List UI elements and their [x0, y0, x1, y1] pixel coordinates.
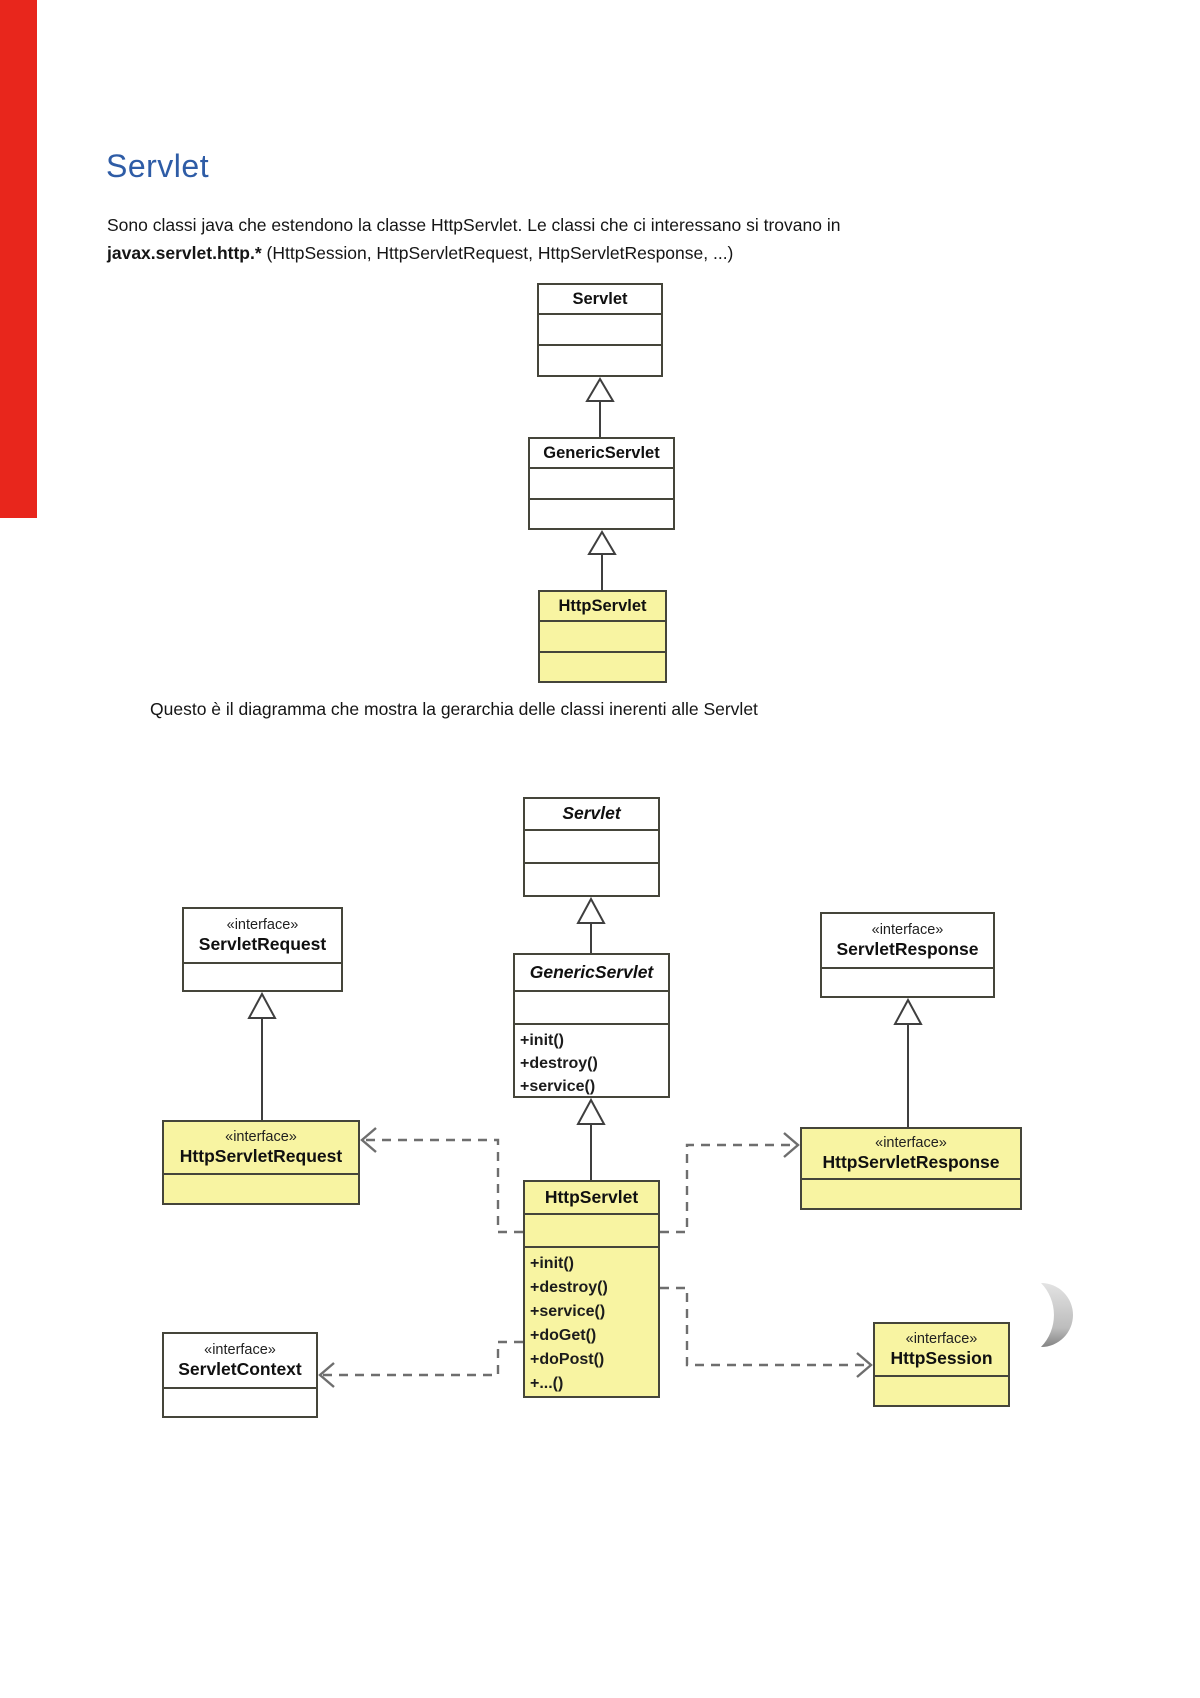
intro-package-name: javax.servlet.http.* — [107, 242, 262, 263]
method: +doGet() — [530, 1327, 597, 1344]
method: +doPost() — [530, 1351, 605, 1368]
page-curl-artifact — [1041, 1283, 1073, 1347]
stereotype-label: «interface» — [905, 1330, 978, 1347]
methods-compartment: +init() +destroy() +service() +doGet() +… — [525, 1246, 658, 1396]
attributes-compartment — [515, 990, 668, 1023]
interface-name: ServletResponse — [836, 938, 979, 959]
method: +init() — [520, 1032, 564, 1049]
class-name: GenericServlet — [529, 961, 654, 982]
empty-compartment — [164, 1387, 316, 1416]
class-name: GenericServlet — [543, 443, 660, 462]
interface-box-httpservletresponse: «interface» HttpServletResponse — [800, 1127, 1022, 1210]
attributes-compartment — [525, 829, 658, 862]
class-name: Servlet — [562, 803, 621, 824]
empty-compartment — [184, 962, 341, 990]
dependency-arrow-httpsession — [660, 1286, 873, 1378]
interface-box-httpsession: «interface» HttpSession — [873, 1322, 1010, 1407]
interface-box-servletcontext: «interface» ServletContext — [162, 1332, 318, 1418]
inheritance-arrow — [247, 991, 277, 1120]
method: +destroy() — [520, 1055, 598, 1072]
class-box-httpservlet-simple: HttpServlet — [538, 590, 667, 683]
empty-compartment — [164, 1173, 358, 1203]
interface-box-servletrequest: «interface» ServletRequest — [182, 907, 343, 992]
page-title: Servlet — [106, 148, 210, 184]
methods-compartment — [539, 344, 661, 375]
interface-name: HttpServletResponse — [822, 1151, 1000, 1172]
stereotype-label: «interface» — [226, 916, 299, 933]
attributes-compartment — [525, 1213, 658, 1246]
stereotype-label: «interface» — [225, 1128, 297, 1145]
intro-rest: (HttpSession, HttpServletRequest, HttpSe… — [261, 242, 734, 263]
method: +...() — [530, 1375, 564, 1392]
dependency-arrow-servletcontext — [318, 1340, 523, 1388]
dependency-arrow-httpservletrequest — [360, 1127, 523, 1234]
empty-compartment — [875, 1375, 1008, 1405]
class-box-httpservlet: HttpServlet +init() +destroy() +service(… — [523, 1180, 660, 1398]
class-name: Servlet — [572, 289, 628, 308]
inheritance-arrow — [585, 377, 615, 437]
methods-compartment: +init() +destroy() +service() — [515, 1023, 668, 1098]
page-edge-ribbon — [0, 0, 37, 518]
inheritance-arrow — [893, 997, 923, 1127]
interface-box-servletresponse: «interface» ServletResponse — [820, 912, 995, 998]
interface-name: ServletContext — [178, 1358, 302, 1379]
class-name: HttpServlet — [544, 1186, 639, 1207]
methods-compartment — [540, 650, 665, 682]
method: +service() — [530, 1303, 606, 1320]
intro-line1: Sono classi java che estendono la classe… — [107, 214, 841, 235]
empty-compartment — [802, 1178, 1020, 1208]
intro-paragraph: Sono classi java che estendono la classe… — [107, 211, 937, 267]
attributes-compartment — [540, 620, 665, 651]
class-box-servlet: Servlet — [523, 797, 660, 897]
stereotype-label: «interface» — [871, 921, 944, 938]
dependency-arrow-httpservletresponse — [660, 1132, 800, 1234]
interface-name: HttpSession — [890, 1347, 993, 1368]
methods-compartment — [530, 497, 673, 529]
interface-name: HttpServletRequest — [179, 1145, 343, 1166]
inheritance-arrow — [576, 1097, 606, 1180]
class-box-servlet-simple: Servlet — [537, 283, 663, 377]
inheritance-arrow — [576, 896, 606, 953]
attributes-compartment — [530, 467, 673, 498]
interface-name: ServletRequest — [198, 933, 327, 954]
method: +service() — [520, 1078, 596, 1095]
methods-compartment — [525, 862, 658, 895]
class-name: HttpServlet — [558, 596, 647, 615]
empty-compartment — [822, 967, 993, 996]
class-box-genericservlet: GenericServlet +init() +destroy() +servi… — [513, 953, 670, 1098]
interface-box-httpservletrequest: «interface» HttpServletRequest — [162, 1120, 360, 1205]
class-box-genericservlet-simple: GenericServlet — [528, 437, 675, 530]
method: +destroy() — [530, 1279, 608, 1296]
method: +init() — [530, 1255, 574, 1272]
stereotype-label: «interface» — [204, 1341, 276, 1358]
attributes-compartment — [539, 313, 661, 344]
inheritance-arrow — [587, 530, 617, 590]
stereotype-label: «interface» — [875, 1134, 947, 1151]
diagram-caption: Questo è il diagramma che mostra la gera… — [150, 699, 758, 719]
